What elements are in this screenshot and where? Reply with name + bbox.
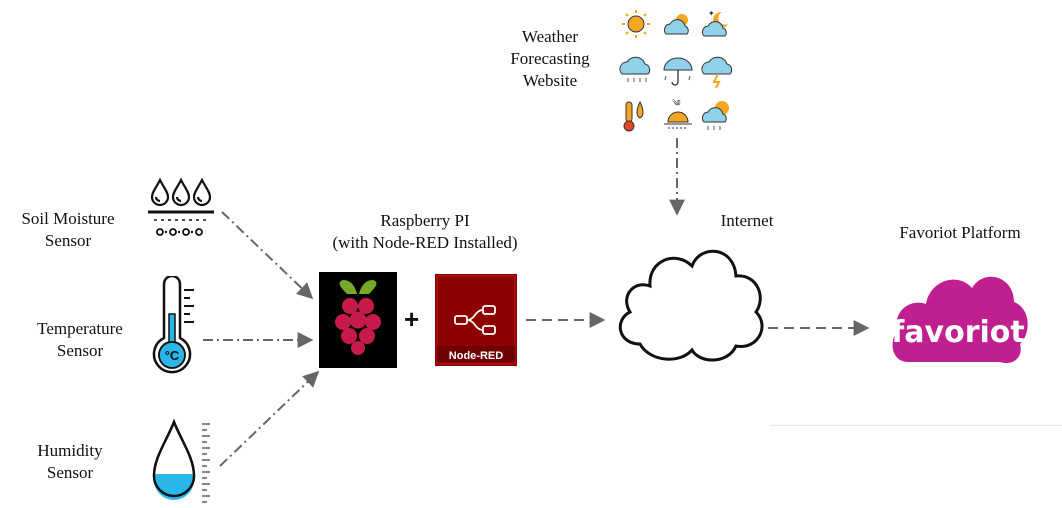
thermometer-icon: °C [152,276,194,374]
sun-icon [622,10,650,38]
sunrise-icon: ༄ [664,98,692,129]
humidity-drop-icon [152,418,210,503]
umbrella-icon [663,57,693,86]
node-red-logo-text: Node-RED [449,350,503,362]
celsius-text: °C [165,348,180,363]
humidity-label: Humidity Sensor [37,441,103,482]
arrow-humidity-to-pi [219,370,320,467]
divider-line [770,425,1062,426]
thermometer-weather-icon [623,100,644,132]
svg-text:༄: ༄ [672,98,681,108]
storm-cloud-icon [701,56,733,89]
arrow-soil-to-pi [221,211,314,300]
weather-website-label: Weather Forecasting Website [510,27,590,90]
soil-moisture-label: Soil Moisture Sensor [21,209,115,250]
rain-cloud-icon [619,56,651,82]
svg-text:✦: ✦ [708,9,715,18]
soil-moisture-icon [148,177,214,236]
raspberry-pi-label: Raspberry PI (with Node-RED Installed) [332,211,518,252]
sun-cloud-icon [663,14,689,35]
favoriot-logo-text: favoriot [891,315,1025,350]
temperature-label: Temperature Sensor [37,319,123,360]
plus-sign: + [404,304,420,334]
favoriot-platform-label: Favoriot Platform [899,223,1021,242]
node-red-logo: Node-RED [435,274,517,366]
weather-icons-graphic: ✦ ༄ [619,9,733,132]
raspberry-pi-logo [319,272,397,368]
cloudy-sun-icon [701,101,729,130]
internet-label: Internet [720,211,774,230]
weather-icons-grid: ✦ ༄ [618,4,736,138]
moon-cloud-icon: ✦ [701,9,728,37]
internet-cloud-icon [618,249,764,362]
favoriot-logo: favoriot [891,276,1028,364]
